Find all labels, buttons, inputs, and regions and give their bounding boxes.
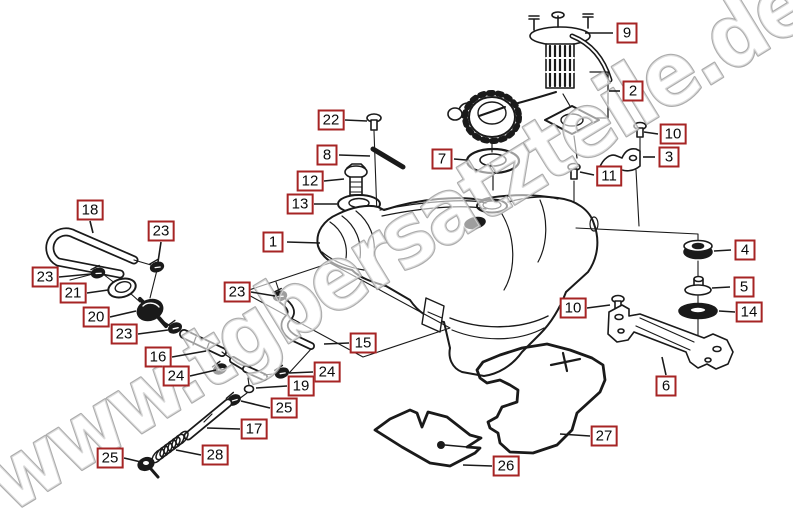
junction-tubes bbox=[229, 347, 313, 400]
hose-17 bbox=[183, 398, 233, 441]
callout-25a[interactable]: 25 bbox=[270, 397, 298, 419]
callout-12[interactable]: 12 bbox=[296, 170, 324, 192]
fuel-filter-16 bbox=[179, 329, 234, 361]
callout-27[interactable]: 27 bbox=[590, 425, 618, 447]
callout-15[interactable]: 15 bbox=[349, 332, 377, 354]
spring-28 bbox=[151, 430, 189, 464]
callout-18[interactable]: 18 bbox=[76, 199, 104, 221]
callout-6[interactable]: 6 bbox=[655, 375, 677, 397]
mat-26 bbox=[373, 408, 483, 468]
callout-21[interactable]: 21 bbox=[59, 282, 87, 304]
rubber-grommet-4 bbox=[683, 239, 713, 260]
callout-24a[interactable]: 24 bbox=[162, 365, 190, 387]
tank-panel-outline bbox=[242, 262, 451, 358]
callout-23a[interactable]: 23 bbox=[147, 220, 175, 242]
pin-8 bbox=[370, 146, 406, 170]
callout-22[interactable]: 22 bbox=[317, 109, 345, 131]
callout-20[interactable]: 20 bbox=[82, 306, 110, 328]
callout-28[interactable]: 28 bbox=[201, 444, 229, 466]
ring-21 bbox=[107, 277, 137, 299]
pump-bracket-lines bbox=[589, 71, 609, 119]
fuel-valve-20 bbox=[136, 297, 168, 328]
callout-3[interactable]: 3 bbox=[658, 146, 680, 168]
bracket-6 bbox=[607, 304, 734, 370]
filler-gasket bbox=[465, 147, 521, 191]
washer-14 bbox=[678, 302, 718, 320]
bolt-22 bbox=[366, 113, 382, 217]
callout-23b[interactable]: 23 bbox=[31, 266, 59, 288]
callout-9[interactable]: 9 bbox=[616, 22, 638, 44]
hose-18 bbox=[45, 227, 139, 279]
clamp-23d bbox=[166, 319, 183, 334]
callout-7[interactable]: 7 bbox=[431, 148, 453, 170]
callout-10a[interactable]: 10 bbox=[659, 123, 687, 145]
fuel-tank bbox=[316, 194, 599, 377]
callout-26[interactable]: 26 bbox=[492, 455, 520, 477]
callout-11[interactable]: 11 bbox=[596, 165, 622, 187]
clamp-23b bbox=[90, 264, 106, 279]
clamp-24b bbox=[273, 364, 290, 379]
grommet-25b bbox=[137, 456, 160, 479]
callout-23d[interactable]: 23 bbox=[110, 323, 138, 345]
callout-4[interactable]: 4 bbox=[734, 239, 756, 261]
clamp-23c bbox=[272, 287, 288, 302]
callout-16[interactable]: 16 bbox=[144, 346, 172, 368]
callout-25b[interactable]: 25 bbox=[96, 447, 124, 469]
callout-13[interactable]: 13 bbox=[286, 193, 314, 215]
fuel-cap bbox=[462, 90, 522, 153]
callout-8[interactable]: 8 bbox=[316, 144, 338, 166]
spacer-5 bbox=[684, 275, 712, 296]
callout-19[interactable]: 19 bbox=[287, 375, 315, 397]
bolt-12 bbox=[344, 163, 368, 196]
callout-14[interactable]: 14 bbox=[735, 301, 763, 323]
callout-10b[interactable]: 10 bbox=[559, 297, 587, 319]
clamp-23a bbox=[149, 258, 165, 273]
callout-23c[interactable]: 23 bbox=[223, 281, 251, 303]
callout-17[interactable]: 17 bbox=[240, 418, 268, 440]
callout-1[interactable]: 1 bbox=[262, 231, 284, 253]
callout-2[interactable]: 2 bbox=[622, 80, 644, 102]
callout-5[interactable]: 5 bbox=[733, 276, 755, 298]
callout-24b[interactable]: 24 bbox=[313, 361, 341, 383]
pump-gasket-plate bbox=[544, 105, 600, 159]
mat-27 bbox=[475, 342, 607, 455]
bolt-10-top bbox=[633, 121, 647, 152]
